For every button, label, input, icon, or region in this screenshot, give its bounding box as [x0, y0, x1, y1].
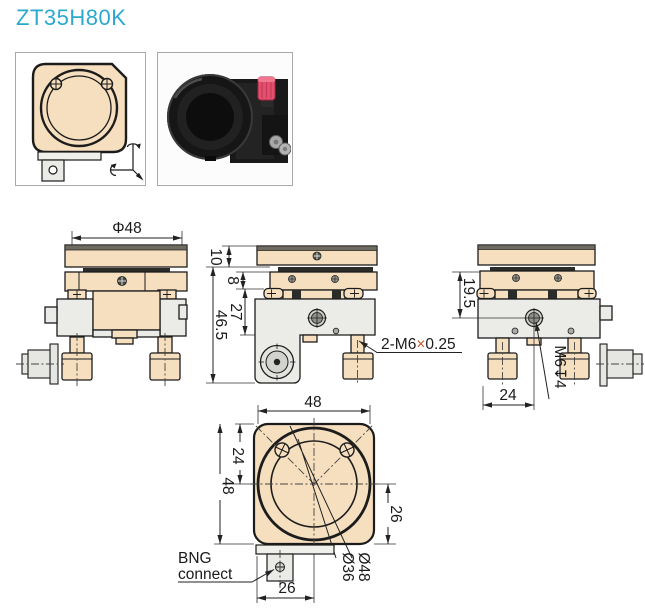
inner-ring — [46, 75, 112, 141]
screw-icon — [49, 77, 63, 91]
under-tab — [302, 334, 318, 343]
interface-strip — [494, 289, 579, 300]
pad — [548, 290, 557, 299]
mount-foot-strip — [37, 151, 102, 161]
dim-27-label: 27 — [227, 303, 244, 320]
dim-phi48-label: Φ48 — [112, 220, 142, 237]
bottom-view: 48 Ø36 Ø48 24 — [178, 394, 404, 603]
side-view: 2-M6×0.25 10 8 27 46.5 — [206, 245, 462, 385]
screw-icon — [332, 327, 340, 335]
lens-ring — [167, 74, 253, 161]
center-block — [92, 290, 161, 331]
pad — [332, 290, 341, 299]
thread-times: × — [416, 336, 425, 353]
thumb-screws — [269, 135, 292, 156]
screw-icon — [524, 308, 544, 328]
mount-foot-strip — [255, 544, 335, 555]
screw-icon — [567, 327, 575, 335]
screw-icon — [331, 275, 339, 283]
bnc-label-line1: BNG — [178, 550, 212, 567]
thread-pitch: 0.25 — [425, 336, 455, 353]
front-view: Φ48 — [16, 220, 188, 386]
dia-36-label: Ø36 — [339, 552, 356, 581]
rotation-interface — [278, 267, 373, 272]
adjustment-knob — [342, 352, 374, 380]
rotation-stage — [269, 271, 378, 291]
screw-icon — [554, 274, 562, 282]
screw-icon — [117, 276, 127, 286]
rotation-axes-icon — [109, 143, 144, 181]
bnc-connector — [16, 343, 64, 385]
bnc-connector — [596, 305, 644, 387]
photo-graphic — [158, 53, 292, 184]
drawing-thumbnail-graphic — [31, 62, 144, 182]
dim-10-label: 10 — [207, 248, 224, 266]
rotation-interface — [490, 267, 575, 272]
rotation-interface — [83, 268, 170, 273]
pad — [292, 290, 301, 299]
screw-icon — [274, 442, 290, 458]
dim-left-48-label: 48 — [219, 477, 236, 494]
top-plate-edge — [64, 244, 188, 251]
dim-top-48-label: 48 — [304, 394, 321, 411]
screw-icon — [312, 251, 322, 261]
dia-48-label: Ø48 — [355, 552, 372, 581]
screw-icon — [307, 308, 327, 328]
dim-bottom-26-label: 26 — [278, 580, 295, 597]
dim-right-26-label: 26 — [387, 505, 404, 522]
product-photo-thumbnail — [157, 52, 293, 186]
depth-callout-label: M6↧4 — [551, 345, 568, 389]
top-plate-edge — [477, 244, 596, 250]
end-view: 19.5 M6↧4 24 — [452, 244, 644, 410]
screw-icon — [288, 275, 296, 283]
pad — [508, 290, 517, 299]
screw-icon — [100, 77, 114, 91]
top-plate-edge — [256, 245, 378, 251]
thread-prefix: 2-M6 — [381, 336, 416, 353]
side-tab — [178, 304, 188, 320]
bnc-label-line2: connect — [178, 566, 233, 583]
under-tab — [115, 337, 134, 345]
pink-knob — [257, 76, 276, 101]
dim-24-label: 24 — [499, 387, 517, 404]
dim-46-5-label: 46.5 — [212, 310, 229, 340]
dim-left-24-label: 24 — [229, 447, 246, 465]
page-title: ZT35H80K — [16, 5, 127, 30]
dim-19-5-label: 19.5 — [460, 278, 477, 308]
outer-ring — [39, 68, 119, 148]
knob-base — [261, 99, 273, 107]
dim-8-label: 8 — [224, 276, 241, 285]
screw-icon — [339, 442, 355, 458]
connector-hole — [48, 165, 58, 175]
rotation-stage — [479, 270, 595, 291]
side-block — [56, 298, 94, 337]
technical-drawings: Φ48 — [16, 220, 644, 603]
screw-icon — [511, 327, 519, 335]
thread-callout-label: 2-M6×0.25 — [381, 336, 456, 353]
product-drawing-thumbnail — [15, 52, 146, 186]
under-tab — [111, 329, 138, 339]
side-tab — [44, 306, 58, 324]
bnc-face — [258, 343, 296, 381]
screw-icon — [512, 274, 520, 282]
